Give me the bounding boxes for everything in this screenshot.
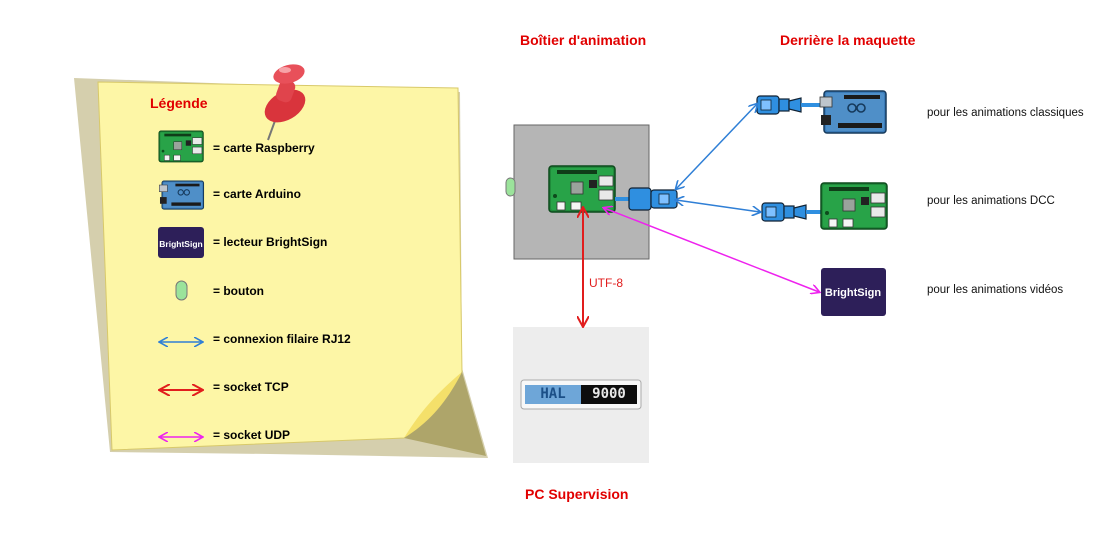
- box-title: Boîtier d'animation: [520, 32, 647, 48]
- legend-brightsign-label: = lecteur BrightSign: [213, 235, 328, 249]
- rj12-link-classic: [676, 104, 757, 189]
- pc-title: PC Supervision: [525, 486, 629, 502]
- box-button-icon: [505, 177, 516, 197]
- classic-cable-icon: [756, 95, 802, 115]
- pc-supervision-box: [513, 327, 649, 463]
- legend-arduino-label: = carte Arduino: [213, 187, 301, 201]
- legend-rj12-label: = connexion filaire RJ12: [213, 332, 351, 346]
- legend-raspberry-label: = carte Raspberry: [213, 141, 315, 155]
- legend-title: Légende: [150, 95, 208, 111]
- legend-arduino-icon: [158, 180, 205, 210]
- animation-box: [505, 124, 678, 260]
- dcc-raspberry-icon: [820, 182, 888, 230]
- legend-brightsign-logo: BrightSign: [159, 239, 202, 249]
- desc-video: pour les animations vidéos: [927, 284, 1064, 296]
- dcc-cable-icon: [761, 202, 807, 222]
- udp-link-video: [604, 208, 819, 292]
- legend-tcp-label: = socket TCP: [213, 380, 289, 394]
- hal-right-text: 9000: [592, 386, 626, 402]
- legend-raspberry-icon: [158, 130, 204, 163]
- legend-udp-label: = socket UDP: [213, 428, 291, 442]
- push-pin-icon: [264, 64, 306, 141]
- desc-dcc: pour les animations DCC: [927, 195, 1055, 207]
- desc-classic: pour les animations classiques: [927, 107, 1084, 119]
- box-raspberry-icon: [548, 165, 616, 213]
- tcp-link-label: UTF-8: [589, 276, 623, 290]
- video-brightsign-device: BrightSign: [821, 268, 886, 316]
- classic-arduino-icon: [819, 90, 887, 134]
- sticky-note: [74, 78, 488, 458]
- rj12-link-dcc: [676, 200, 760, 212]
- behind-title: Derrière la maquette: [780, 32, 916, 48]
- legend-button-icon: [175, 280, 188, 301]
- dcc-raspberry-device: [761, 182, 888, 230]
- legend-button-label: = bouton: [213, 284, 264, 298]
- video-brightsign-logo: BrightSign: [825, 287, 881, 299]
- hal-left-text: HAL: [540, 386, 566, 402]
- legend-brightsign-icon: BrightSign: [158, 227, 204, 258]
- classic-arduino-device: [756, 90, 887, 134]
